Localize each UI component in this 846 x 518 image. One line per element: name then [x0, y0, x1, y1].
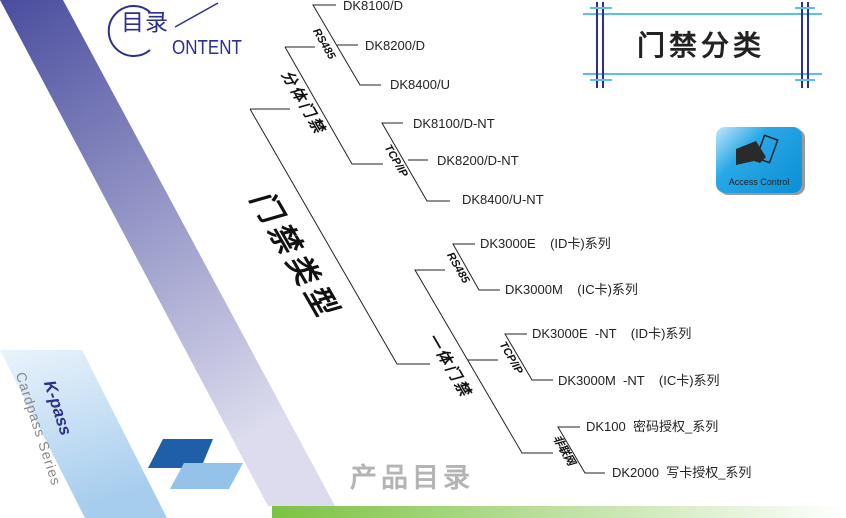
- product-label: DK8400/U-NT: [462, 192, 544, 207]
- access-control-badge: Access Control: [716, 127, 802, 193]
- product-label: DK8100/D-NT: [413, 116, 495, 131]
- product-label: DK3000E -NT (ID卡)系列: [532, 326, 692, 341]
- logo-chinese: 目录: [121, 9, 169, 35]
- integrated-branch: [414, 269, 553, 454]
- logo-swoosh: [174, 2, 219, 28]
- product-label: DK3000M (IC卡)系列: [505, 282, 638, 297]
- light-blue-band: [0, 350, 167, 518]
- green-footer-bar: [272, 506, 846, 518]
- root-line-diag: [249, 108, 430, 365]
- tree-lines: [249, 4, 605, 474]
- product-label: DK3000M -NT (IC卡)系列: [558, 373, 720, 388]
- integrated-rs485: [452, 243, 500, 291]
- title-frame: [583, 2, 822, 88]
- hand-card-icon: [736, 134, 779, 165]
- split-branch-diag: [284, 46, 383, 165]
- catalog-label: 产品目录: [350, 463, 474, 493]
- dark-blue-tile: [148, 439, 213, 468]
- product-label: DK3000E (ID卡)系列: [480, 236, 611, 251]
- page-title: 门禁分类: [636, 30, 765, 61]
- product-label: DK2000 写卡授权_系列: [612, 465, 752, 480]
- integrated-tcp: [504, 333, 553, 381]
- product-label: DK8100/D: [343, 0, 403, 13]
- product-label: DK8400/U: [390, 77, 450, 92]
- access-control-label: Access Control: [728, 177, 790, 187]
- integrated-offline: [557, 426, 605, 474]
- purple-diagonal-band: [0, 0, 335, 506]
- split-rs485: [312, 4, 381, 86]
- logo-circle: [107, 5, 151, 57]
- product-label: DK8200/D-NT: [437, 153, 519, 168]
- split-tcp: [381, 122, 450, 202]
- product-label: DK8200/D: [365, 38, 425, 53]
- light-blue-tile: [170, 463, 243, 489]
- logo-english: ONTENT: [172, 37, 242, 59]
- product-label: DK100 密码授权_系列: [586, 419, 719, 434]
